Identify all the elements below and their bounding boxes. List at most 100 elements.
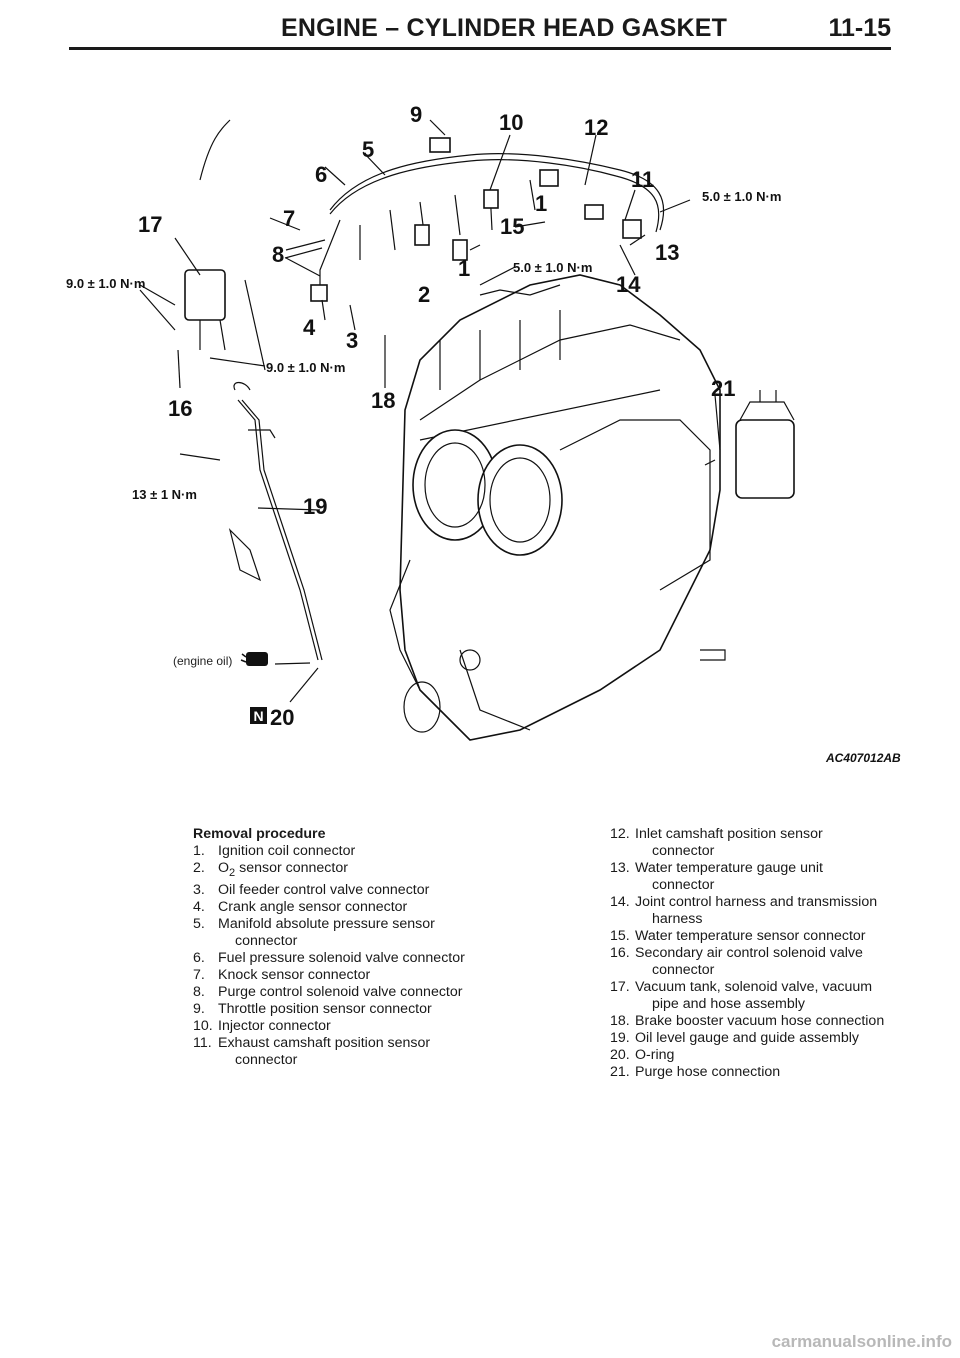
procedure-item-label: Water temperature sensor connector xyxy=(635,928,866,944)
procedure-item-number: 14. xyxy=(610,894,630,910)
procedure-item-text: Brake booster vacuum hose connection xyxy=(635,1013,910,1030)
procedure-item-continuation: connector xyxy=(235,933,298,949)
callout-9: 9 xyxy=(410,102,422,127)
procedure-item-text: Oil feeder control valve connector xyxy=(218,882,493,899)
page-number: 11-15 xyxy=(828,14,891,42)
callout-11: 11 xyxy=(631,167,654,192)
procedure-item-number: 11. xyxy=(193,1035,212,1051)
procedure-item-number: 17. xyxy=(610,979,630,995)
engine-diagram-svg: 1 2 3 4 5 6 7 8 9 10 11 12 13 14 15 16 1… xyxy=(66,102,901,765)
procedure-item-subscript: 2 xyxy=(229,867,236,879)
page-title: ENGINE – CYLINDER HEAD GASKET xyxy=(281,14,728,42)
procedure-item: 15. Water temperature sensor connector xyxy=(610,928,910,945)
procedure-item-number: 7. xyxy=(193,967,205,983)
procedure-item-number: 3. xyxy=(193,882,205,898)
oil-can-icon xyxy=(240,652,268,666)
callout-10: 10 xyxy=(499,110,523,135)
procedure-item-label: Inlet camshaft position sensor xyxy=(635,826,823,842)
procedure-item-text: Injector connector xyxy=(218,1018,493,1035)
callout-1b: 1 xyxy=(535,191,547,216)
procedure-item-continuation: connector xyxy=(652,962,715,978)
procedure-item-label: Vacuum tank, solenoid valve, vacuum xyxy=(635,979,873,995)
header-rule xyxy=(69,47,891,50)
new-part-letter: N xyxy=(253,708,263,724)
procedure-item-text: Ignition coil connector xyxy=(218,843,493,860)
procedure-item-label: Oil feeder control valve connector xyxy=(218,882,430,898)
procedure-item-label: Throttle position sensor connector xyxy=(218,1001,432,1017)
callout-4: 4 xyxy=(303,315,316,340)
procedure-item-number: 20. xyxy=(610,1047,630,1063)
engine-diagram: 1 2 3 4 5 6 7 8 9 10 11 12 13 14 15 16 1… xyxy=(60,90,910,780)
procedure-item-text: Fuel pressure solenoid valve connector xyxy=(218,950,493,967)
procedure-item: 3. Oil feeder control valve connector xyxy=(193,882,493,899)
callout-1: 1 xyxy=(458,256,470,281)
procedure-item: 2.O2 sensor connector xyxy=(193,860,493,879)
procedure-item-label: Crank angle sensor connector xyxy=(218,899,408,915)
procedure-item-text: Water temperature sensor connector xyxy=(635,928,910,945)
torque-17: 9.0 ± 1.0 N·m xyxy=(66,276,145,291)
procedure-item-text: O2 sensor connector xyxy=(218,860,493,879)
torque-2: 5.0 ± 1.0 N·m xyxy=(513,260,592,275)
procedure-item-number: 21. xyxy=(610,1064,630,1080)
procedure-item-continuation: harness xyxy=(652,911,703,927)
callout-13: 13 xyxy=(655,240,679,265)
procedure-item-text: Joint control harness and transmission xyxy=(635,894,910,911)
procedure-item-label: Knock sensor connector xyxy=(218,967,371,983)
procedure-item-text: O-ring xyxy=(635,1047,910,1064)
callout-14: 14 xyxy=(616,272,641,297)
procedure-item: 7. Knock sensor connector xyxy=(193,967,493,984)
procedure-item-continuation: connector xyxy=(652,843,715,859)
procedure-item-text: Knock sensor connector xyxy=(218,967,493,984)
callout-7: 7 xyxy=(283,206,295,231)
procedure-item-text: Exhaust camshaft position sensor xyxy=(218,1035,493,1052)
procedure-item-number: 15. xyxy=(610,928,630,944)
procedure-item: 1. Ignition coil connector xyxy=(193,843,493,860)
callout-17: 17 xyxy=(138,212,162,237)
procedure-item: 8. Purge control solenoid valve connector xyxy=(193,984,493,1001)
procedure-item-text: Throttle position sensor connector xyxy=(218,1001,493,1018)
callout-12: 12 xyxy=(584,115,608,140)
procedure-item-number: 10. xyxy=(193,1018,213,1034)
procedure-item: 19.Oil level gauge and guide assembly xyxy=(610,1030,910,1047)
callout-8: 8 xyxy=(272,242,284,267)
procedure-item-label: Exhaust camshaft position sensor xyxy=(218,1035,431,1051)
callout-5: 5 xyxy=(362,137,374,162)
procedure-item: 14. Joint control harness and transmissio… xyxy=(610,894,910,928)
callout-numbers: 1 2 3 4 5 6 7 8 9 10 11 12 13 14 15 16 1… xyxy=(138,102,735,730)
procedure-item-label: Joint control harness and transmission xyxy=(635,894,878,910)
procedure-item: 21.Purge hose connection xyxy=(610,1064,910,1081)
callout-21: 21 xyxy=(711,376,735,401)
procedure-item-continuation: connector xyxy=(235,1052,298,1068)
callout-20: 20 xyxy=(270,705,294,730)
callout-6: 6 xyxy=(315,162,327,187)
procedure-item-number: 8. xyxy=(193,984,205,1000)
procedure-item-label: Manifold absolute pressure sensor xyxy=(218,916,435,932)
procedure-item-label: Injector connector xyxy=(218,1018,331,1034)
procedure-item-text: Secondary air control solenoid valve xyxy=(635,945,910,962)
procedure-item-number: 13. xyxy=(610,860,630,876)
callout-18: 18 xyxy=(371,388,395,413)
torque-11: 5.0 ± 1.0 N·m xyxy=(702,189,781,204)
procedure-item-continuation: pipe and hose assembly xyxy=(652,996,806,1012)
procedure-item-continuation: connector xyxy=(652,877,715,893)
watermark: carmanualsonline.info xyxy=(771,1332,952,1351)
callout-3: 3 xyxy=(346,328,358,353)
procedure-item: 20. O-ring xyxy=(610,1047,910,1064)
procedure-item-label: O-ring xyxy=(635,1047,675,1063)
procedure-item: 4.Crank angle sensor connector xyxy=(193,899,493,916)
procedure-item-label: Purge control solenoid valve connector xyxy=(218,984,463,1000)
procedure-item-label: Brake booster vacuum hose connection xyxy=(635,1013,885,1029)
torque-19: 13 ± 1 N·m xyxy=(132,487,197,502)
procedure-item: 9.Throttle position sensor connector xyxy=(193,1001,493,1018)
callout-16: 16 xyxy=(168,396,192,421)
procedure-item-text: Inlet camshaft position sensor xyxy=(635,826,910,843)
page-header: ENGINE – CYLINDER HEAD GASKET 11-15 xyxy=(69,14,891,50)
procedure-item-number: 1. xyxy=(193,843,205,859)
